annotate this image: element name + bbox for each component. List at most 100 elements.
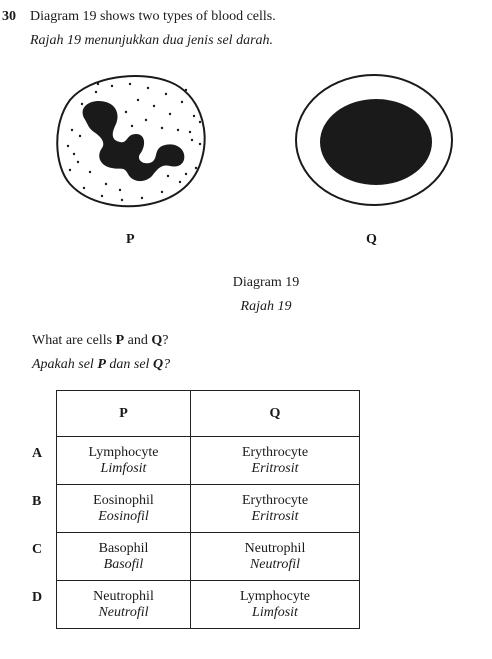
diagram-caption-english: Diagram 19: [232, 275, 300, 290]
header-p: P: [56, 390, 191, 437]
cell-p-granule: [72, 152, 76, 156]
cell-p-illustration: [56, 75, 206, 208]
cell-d-q-english: Lymphocyte: [240, 588, 310, 604]
cell-b-p-malay: Eosinofil: [98, 508, 149, 524]
cell-p-granule: [144, 118, 148, 122]
cell-p-granule: [160, 126, 164, 130]
cell-p-granule: [68, 168, 72, 172]
cell-p-granule: [152, 104, 156, 108]
cell-p-nucleus: [82, 100, 185, 182]
cell-b-p-english: Eosinophil: [93, 492, 154, 508]
prompt-malay-q: Q: [152, 357, 164, 372]
cell-q-illustration: [295, 74, 453, 206]
cell-p-granule: [166, 174, 170, 178]
cell-p-granule: [96, 82, 100, 86]
question-text-malay: Rajah 19 menunjukkan dua jenis sel darah…: [30, 33, 274, 48]
answer-table: P Q Lymphocyte Limfosit Erythrocyte Erit…: [56, 390, 360, 629]
cell-a-p: Lymphocyte Limfosit: [56, 436, 191, 485]
cell-p-granule: [184, 172, 188, 176]
cell-p-granule: [120, 198, 124, 202]
table-row-c[interactable]: Basophil Basofil Neutrophil Neutrofil: [56, 532, 360, 581]
cell-c-p-english: Basophil: [98, 540, 149, 556]
cell-p-granule: [88, 170, 92, 174]
cell-d-q: Lymphocyte Limfosit: [190, 580, 360, 629]
prompt-english-and: and: [124, 333, 152, 348]
cell-b-p: Eosinophil Eosinofil: [56, 484, 191, 533]
cell-a-q-english: Erythrocyte: [241, 444, 309, 460]
cell-a-q: Erythrocyte Eritrosit: [190, 436, 360, 485]
cell-p-granule: [164, 92, 168, 96]
prompt-english-suffix: ?: [162, 333, 169, 348]
cell-a-p-english: Lymphocyte: [88, 444, 159, 460]
cell-p-granule: [100, 194, 104, 198]
table-row-b[interactable]: Eosinophil Eosinofil Erythrocyte Eritros…: [56, 484, 360, 533]
table-row-d[interactable]: Neutrophil Neutrofil Lymphocyte Limfosit: [56, 580, 360, 629]
cell-p-granule: [140, 196, 144, 200]
cell-p-granule: [146, 86, 150, 90]
cell-b-q-english: Erythrocyte: [241, 492, 309, 508]
option-c-letter[interactable]: C: [32, 542, 43, 557]
cell-p-granule: [66, 144, 70, 148]
prompt-english: What are cells P and Q?: [32, 333, 168, 349]
cell-a-p-malay: Limfosit: [100, 460, 147, 476]
cell-d-p: Neutrophil Neutrofil: [56, 580, 191, 629]
prompt-malay-suffix: ?: [163, 357, 171, 372]
prompt-malay-and: dan sel: [105, 357, 153, 372]
diagram-caption-malay: Rajah 19: [240, 299, 292, 314]
cell-p-granule: [198, 142, 202, 146]
cell-p-granule: [118, 188, 122, 192]
prompt-malay-p: P: [97, 357, 106, 372]
prompt-english-q: Q: [151, 333, 163, 348]
prompt-english-p: P: [115, 333, 125, 348]
cell-q-nucleus: [320, 99, 432, 185]
cell-p-granule: [110, 84, 114, 88]
cell-c-q: Neutrophil Neutrofil: [190, 532, 360, 581]
prompt-english-prefix: What are cells: [32, 333, 116, 348]
cell-c-q-english: Neutrophil: [244, 540, 306, 556]
cell-b-q: Erythrocyte Eritrosit: [190, 484, 360, 533]
cell-p-granules: [66, 82, 202, 202]
prompt-malay-prefix: Apakah sel: [32, 357, 98, 372]
cell-d-q-malay: Limfosit: [252, 604, 298, 620]
cell-c-q-malay: Neutrofil: [249, 556, 301, 572]
cell-p-granule: [168, 112, 172, 116]
cell-p-granule: [130, 124, 134, 128]
cell-p-granule: [188, 130, 192, 134]
table-header-row: P Q: [56, 390, 360, 437]
cell-p-granule: [178, 180, 182, 184]
header-q: Q: [190, 390, 360, 437]
cell-p-granule: [124, 110, 128, 114]
cell-p-granule: [70, 128, 74, 132]
cell-p-granule: [104, 182, 108, 186]
cell-p-granule: [160, 190, 164, 194]
cell-p-granule: [190, 138, 194, 142]
cell-p-granule: [82, 186, 86, 190]
cell-p-granule: [192, 114, 196, 118]
table-row-a[interactable]: Lymphocyte Limfosit Erythrocyte Eritrosi…: [56, 436, 360, 485]
option-b-letter[interactable]: B: [32, 494, 42, 509]
cell-p-granule: [176, 128, 180, 132]
cell-d-p-malay: Neutrofil: [98, 604, 149, 620]
cell-p-granule: [76, 160, 80, 164]
cell-a-q-malay: Eritrosit: [251, 460, 299, 476]
cell-c-p-malay: Basofil: [103, 556, 144, 572]
cell-p-granule: [198, 120, 202, 124]
prompt-malay: Apakah sel P dan sel Q?: [32, 357, 170, 373]
cell-p-granule: [128, 82, 132, 86]
cell-p-label: P: [126, 232, 135, 247]
question-number: 30: [2, 9, 16, 24]
cell-d-p-english: Neutrophil: [93, 588, 154, 604]
cell-b-q-malay: Eritrosit: [251, 508, 299, 524]
option-a-letter[interactable]: A: [32, 446, 43, 461]
cell-p-granule: [78, 134, 82, 138]
cell-p-granule: [136, 98, 140, 102]
cell-q-label: Q: [366, 232, 377, 247]
cell-c-p: Basophil Basofil: [56, 532, 191, 581]
cell-p-granule: [194, 166, 198, 170]
cell-p-granule: [80, 102, 84, 106]
cell-p-granule: [94, 90, 98, 94]
cell-p-granule: [184, 88, 188, 92]
question-text-english: Diagram 19 shows two types of blood cell…: [30, 9, 276, 24]
cell-p-granule: [180, 100, 184, 104]
option-d-letter[interactable]: D: [32, 590, 43, 605]
